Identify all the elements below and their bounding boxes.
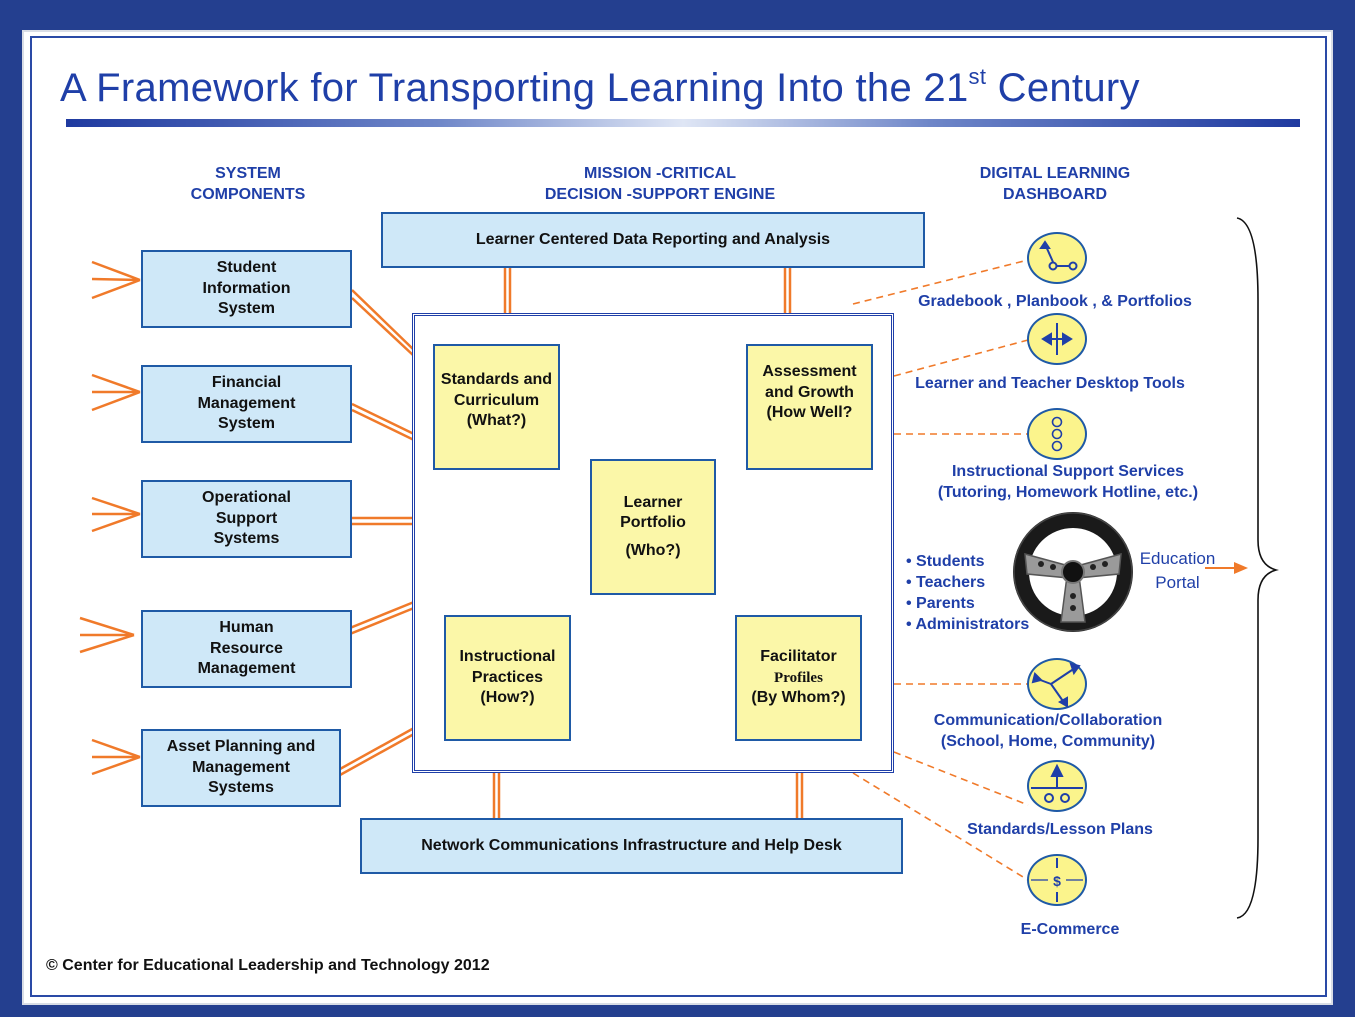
data-reporting-bar: Learner Centered Data Reporting and Anal… (381, 212, 925, 268)
communication-label: Communication/Collaboration(School, Home… (933, 712, 1163, 750)
page-title: A Framework for Transporting Learning In… (60, 64, 1140, 110)
gradebook-icon (1027, 232, 1087, 284)
svg-text:$: $ (1053, 873, 1061, 889)
communication-icon (1027, 658, 1087, 710)
support-services-icon (1027, 408, 1087, 460)
copyright-footer: © Center for Educational Leadership and … (46, 957, 490, 974)
lesson-plans-icon (1027, 760, 1087, 812)
users-list: • Students• Teachers• Parents• Administr… (906, 553, 1030, 633)
input-arrow-icon (91, 260, 141, 300)
gradebook-label: Gradebook , Planbook , & Portfolios (918, 293, 1192, 310)
input-arrow-icon (91, 373, 141, 412)
lesson-plans-label: Standards/Lesson Plans (967, 821, 1153, 838)
input-arrow-icon (91, 738, 141, 776)
page-border (30, 36, 1327, 997)
desktop-tools-label: Learner and Teacher Desktop Tools (915, 375, 1185, 392)
brace-icon (1236, 217, 1279, 919)
desktop-tools-icon (1027, 313, 1087, 365)
portal-arrow-icon (1205, 562, 1248, 574)
input-arrow-icon (91, 496, 141, 533)
ecommerce-label: E-Commerce (1020, 921, 1120, 938)
title-underline (66, 119, 1300, 127)
network-infrastructure-bar: Network Communications Infrastructure an… (360, 818, 903, 874)
steering-wheel-icon (1011, 510, 1135, 634)
ecommerce-icon: $ (1027, 854, 1087, 906)
support-services-label: Instructional Support Services(Tutoring,… (937, 463, 1199, 501)
input-arrow-icon (79, 616, 135, 654)
